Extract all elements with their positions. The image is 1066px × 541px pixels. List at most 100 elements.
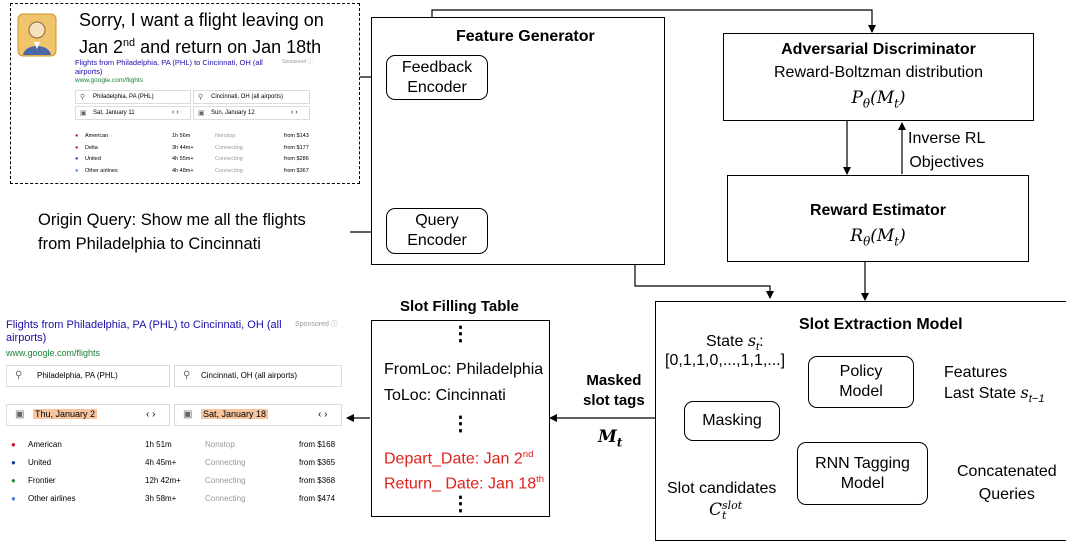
masked-symbol: Mt [598, 427, 623, 450]
airline-name: Other airlines [28, 494, 76, 503]
flight-duration: 3h 58m+ [145, 494, 177, 503]
airline-name: United [28, 458, 52, 467]
result-url[interactable]: www.google.com/flights [6, 348, 101, 358]
airline-logo-icon: ● [75, 144, 79, 151]
flight-duration: 12h 42m+ [145, 476, 181, 485]
airline-logo-icon: ● [11, 476, 16, 485]
date-nav-arrows-icon[interactable]: ‹ › [318, 409, 328, 420]
reward-estimator-title: Reward Estimator [809, 202, 947, 219]
airline-name: United [85, 156, 101, 162]
return-date-value: Sat, January 18 [201, 409, 269, 419]
state-label: State st: [706, 331, 764, 354]
user-avatar-icon [17, 13, 57, 57]
flight-stops: Nonstop [205, 440, 235, 449]
airline-logo-icon: ● [11, 458, 16, 467]
calendar-icon: ▣ [183, 409, 193, 420]
date-nav-arrows-icon[interactable]: ‹ › [146, 409, 156, 420]
user-feedback-panel [10, 3, 360, 184]
feedback-encoder-label-1: Feedback [401, 58, 473, 76]
result-title-link[interactable]: Flights from Philadelphia, PA (PHL) to C… [75, 58, 263, 76]
depart-date-field[interactable]: ▣ Sat, January 11 ‹ › [75, 106, 191, 120]
airline-logo-icon: ● [11, 440, 16, 449]
concatenated-line1: Concatenated [957, 463, 1057, 480]
slot-fromloc: FromLoc: Philadelphia [384, 361, 544, 378]
airline-logo-icon: ● [75, 167, 79, 174]
origin-field[interactable]: ⚲ Philadelphia, PA (PHL) [75, 90, 191, 104]
adversarial-discriminator-box: Adversarial Discriminator Reward-Boltzma… [723, 33, 1034, 121]
location-pin-icon: ⚲ [198, 94, 204, 101]
slot-candidates-label: Slot candidates [667, 480, 777, 497]
airline-name: Frontier [28, 476, 56, 485]
flight-row[interactable]: ● Frontier 12h 42m+ Connecting from $368 [3, 476, 346, 494]
return-date-field[interactable]: ▣ Sat, January 18 ‹ › [174, 404, 342, 426]
rnn-label-1: RNN Tagging [815, 454, 910, 472]
result-url[interactable]: www.google.com/flights [75, 77, 143, 84]
user-message: Sorry, I want a flight leaving on Jan 2n… [79, 9, 324, 59]
origin-field-value: Philadelphia, PA (PHL) [37, 371, 118, 380]
flight-price: from $286 [284, 156, 309, 162]
depart-date-value: Thu, January 2 [33, 409, 98, 419]
features-label: Features [944, 364, 1008, 381]
destination-field-value: Cincinnati, OH (all airports) [211, 94, 284, 100]
calendar-icon: ▣ [198, 110, 205, 117]
flight-duration: 4h 45m+ [145, 458, 177, 467]
airline-logo-icon: ● [11, 494, 16, 503]
sponsored-label: Sponsored ⓘ [295, 321, 338, 328]
airline-name: American [85, 133, 109, 139]
adversarial-subtitle: Reward-Boltzman distribution [774, 64, 983, 81]
location-pin-icon: ⚲ [183, 370, 191, 381]
origin-query-line1: Origin Query: Show me all the flights [38, 211, 306, 229]
inverse-rl-label: Inverse RL Objectives [908, 127, 985, 175]
destination-field[interactable]: ⚲ Cincinnati, OH (all airports) [174, 365, 342, 387]
last-state-label: Last State st−1 [944, 383, 1045, 406]
policy-model-label-2: Model [839, 383, 883, 400]
date-nav-arrows-icon[interactable]: ‹ › [172, 109, 179, 116]
slot-filling-table-box: ⋮ FromLoc: Philadelphia ToLoc: Cincinnat… [371, 320, 550, 517]
adversarial-title: Adversarial Discriminator [781, 41, 976, 58]
flight-duration: 4h 48m+ [172, 167, 194, 174]
feedback-encoder-label-2: Encoder [407, 78, 467, 96]
location-pin-icon: ⚲ [15, 370, 23, 381]
flight-row[interactable]: ● Other airlines 3h 58m+ Connecting from $47… [3, 494, 346, 512]
flight-price: from $143 [284, 133, 309, 139]
feature-generator-title: Feature Generator [456, 28, 595, 45]
airline-logo-icon: ● [75, 133, 79, 139]
destination-field[interactable]: ⚲ Cincinnati, OH (all airports) [193, 90, 310, 104]
flight-stops: Connecting [205, 494, 246, 503]
ellipsis-icon: ⋮ [450, 413, 471, 435]
slot-return-date: Return_ Date: Jan 18th [384, 474, 545, 493]
flight-price: from $474 [299, 494, 336, 503]
result-title-link[interactable]: Flights from Philadelphia, PA (PHL) to C… [6, 319, 282, 344]
ellipsis-icon: ⋮ [450, 323, 471, 345]
flight-price: from $168 [299, 440, 336, 449]
origin-field[interactable]: ⚲ Philadelphia, PA (PHL) [6, 365, 170, 387]
inverse-rl-line2: Objectives [909, 154, 985, 171]
flight-stops: Connecting [215, 144, 243, 151]
flight-duration: 1h 56m [172, 133, 191, 139]
slot-extraction-title: Slot Extraction Model [799, 316, 963, 333]
flight-price: from $368 [299, 476, 336, 485]
inverse-rl-line1: Inverse RL [908, 130, 986, 147]
slot-table-title: Slot Filling Table [400, 298, 519, 315]
flight-price: from $367 [284, 167, 309, 174]
airline-name: Delta [85, 144, 98, 151]
flight-stops: Connecting [205, 476, 246, 485]
masked-slot-tags-label: Masked slot tags [583, 371, 645, 411]
date-nav-arrows-icon[interactable]: ‹ › [291, 109, 298, 116]
return-date-value: Sun, January 12 [211, 110, 255, 116]
origin-query-line2: from Philadelphia to Cincinnati [38, 235, 261, 253]
masking-box: Masking [684, 401, 780, 441]
return-date-field[interactable]: ▣ Sun, January 12 ‹ › [193, 106, 310, 120]
depart-date-field[interactable]: ▣ Thu, January 2 ‹ › [6, 404, 170, 426]
